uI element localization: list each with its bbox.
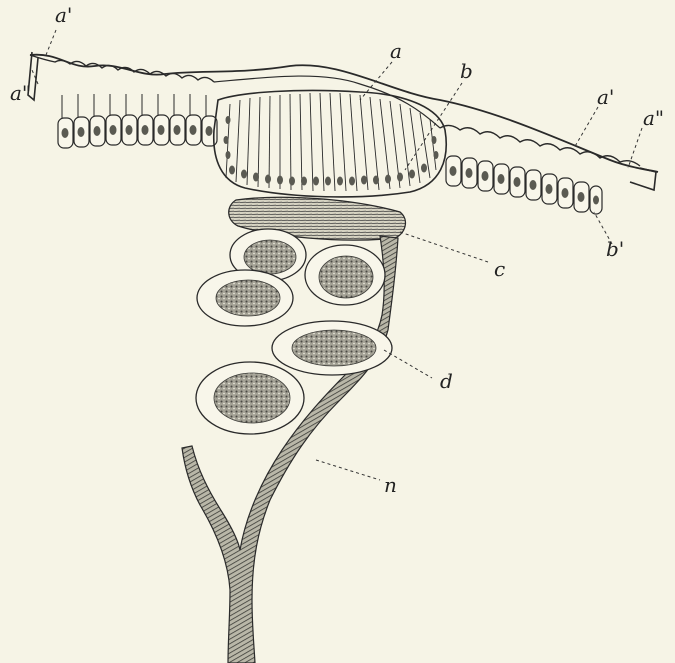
ganglion-cells <box>196 229 392 434</box>
label-c: c <box>494 257 505 281</box>
ganglion-cell <box>196 362 304 434</box>
ganglion-cell <box>272 321 392 375</box>
label-b: b <box>460 59 473 83</box>
ganglion-cell <box>305 245 385 305</box>
label-b-prime: b' <box>606 237 624 261</box>
label-d: d <box>440 369 453 393</box>
label-a-double-right: a" <box>643 106 664 130</box>
label-a-double-left: a" <box>10 81 31 105</box>
ganglion-cell <box>197 270 293 326</box>
epithelium-right <box>446 156 602 214</box>
label-a: a <box>390 39 402 63</box>
label-a-prime-top: a' <box>55 3 72 27</box>
label-n: n <box>384 473 397 497</box>
label-a-prime-right: a' <box>597 85 614 109</box>
epithelium-left <box>58 94 217 148</box>
